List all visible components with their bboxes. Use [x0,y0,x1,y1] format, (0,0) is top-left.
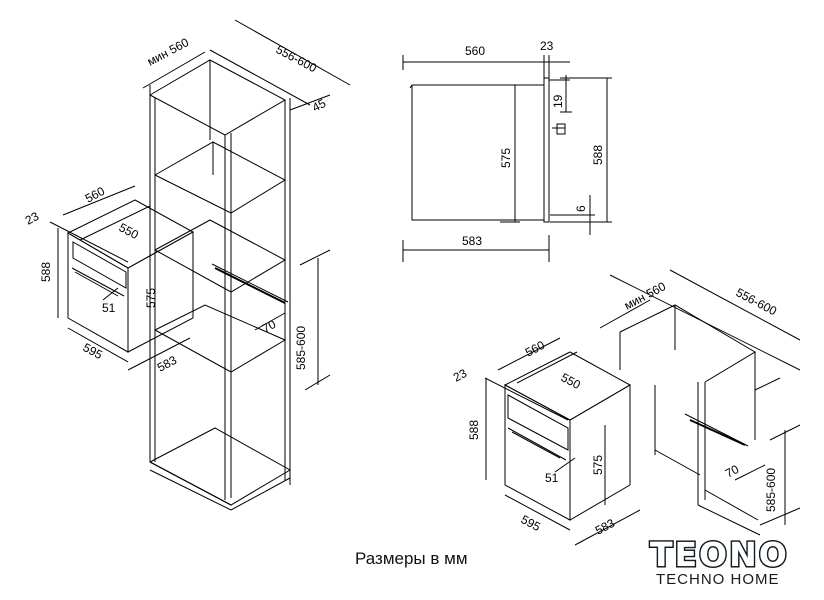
side-view [402,55,612,262]
side-view-d575-label: 575 [499,148,513,168]
oven-right-d550-label: 550 [559,370,584,392]
side-view-d583-label: 583 [462,234,482,248]
oven-right-d560-label: 560 [523,338,548,360]
oven-left-d51-label: 51 [102,301,116,315]
under-counter-opening-depth-label: 70 [723,462,742,481]
side-view-d6-label: 6 [574,205,588,212]
side-view-d19-label: 19 [551,94,565,108]
column-cabinet [142,19,351,511]
brand-logo: TEONO TECHNO HOME [649,534,820,588]
side-view-d588-label: 588 [591,145,605,165]
oven-right-d23-label: 23 [451,366,470,385]
column-gap-label: 45 [310,96,329,115]
under-counter-cabinet [599,269,801,536]
oven-left [49,185,195,371]
oven-right-d588-label: 588 [467,420,481,440]
oven-left-d595-label: 595 [81,340,106,362]
brand-logo-sub: TECHNO HOME [656,571,780,588]
units-caption: Размеры в мм [355,549,468,568]
column-opening-depth-label: 70 [260,317,279,336]
oven-left-d575-label: 575 [144,288,158,308]
oven-left-d550-label: 550 [117,220,142,242]
column-depth-label: 556-600 [274,42,320,75]
oven-right-d595-label: 595 [519,512,544,534]
oven-right-d51-label: 51 [545,471,559,485]
oven-left-d588-label: 588 [39,262,53,282]
oven-left-d583-label: 583 [155,353,180,375]
under-counter-depth-label: 556-600 [734,285,780,318]
oven-right-d575-label: 575 [591,455,605,475]
oven-left-d560-label: 560 [83,184,108,206]
oven-left-d23-label: 23 [23,209,42,228]
side-view-d23-label: 23 [540,39,554,53]
oven-right [484,337,641,546]
side-view-d560-label: 560 [465,44,485,58]
brand-logo-main: TEONO [649,534,789,575]
oven-right-d583-label: 583 [593,516,618,538]
under-counter-opening-height-label: 585-600 [764,468,778,512]
column-opening-height-label: 585-600 [294,326,308,370]
